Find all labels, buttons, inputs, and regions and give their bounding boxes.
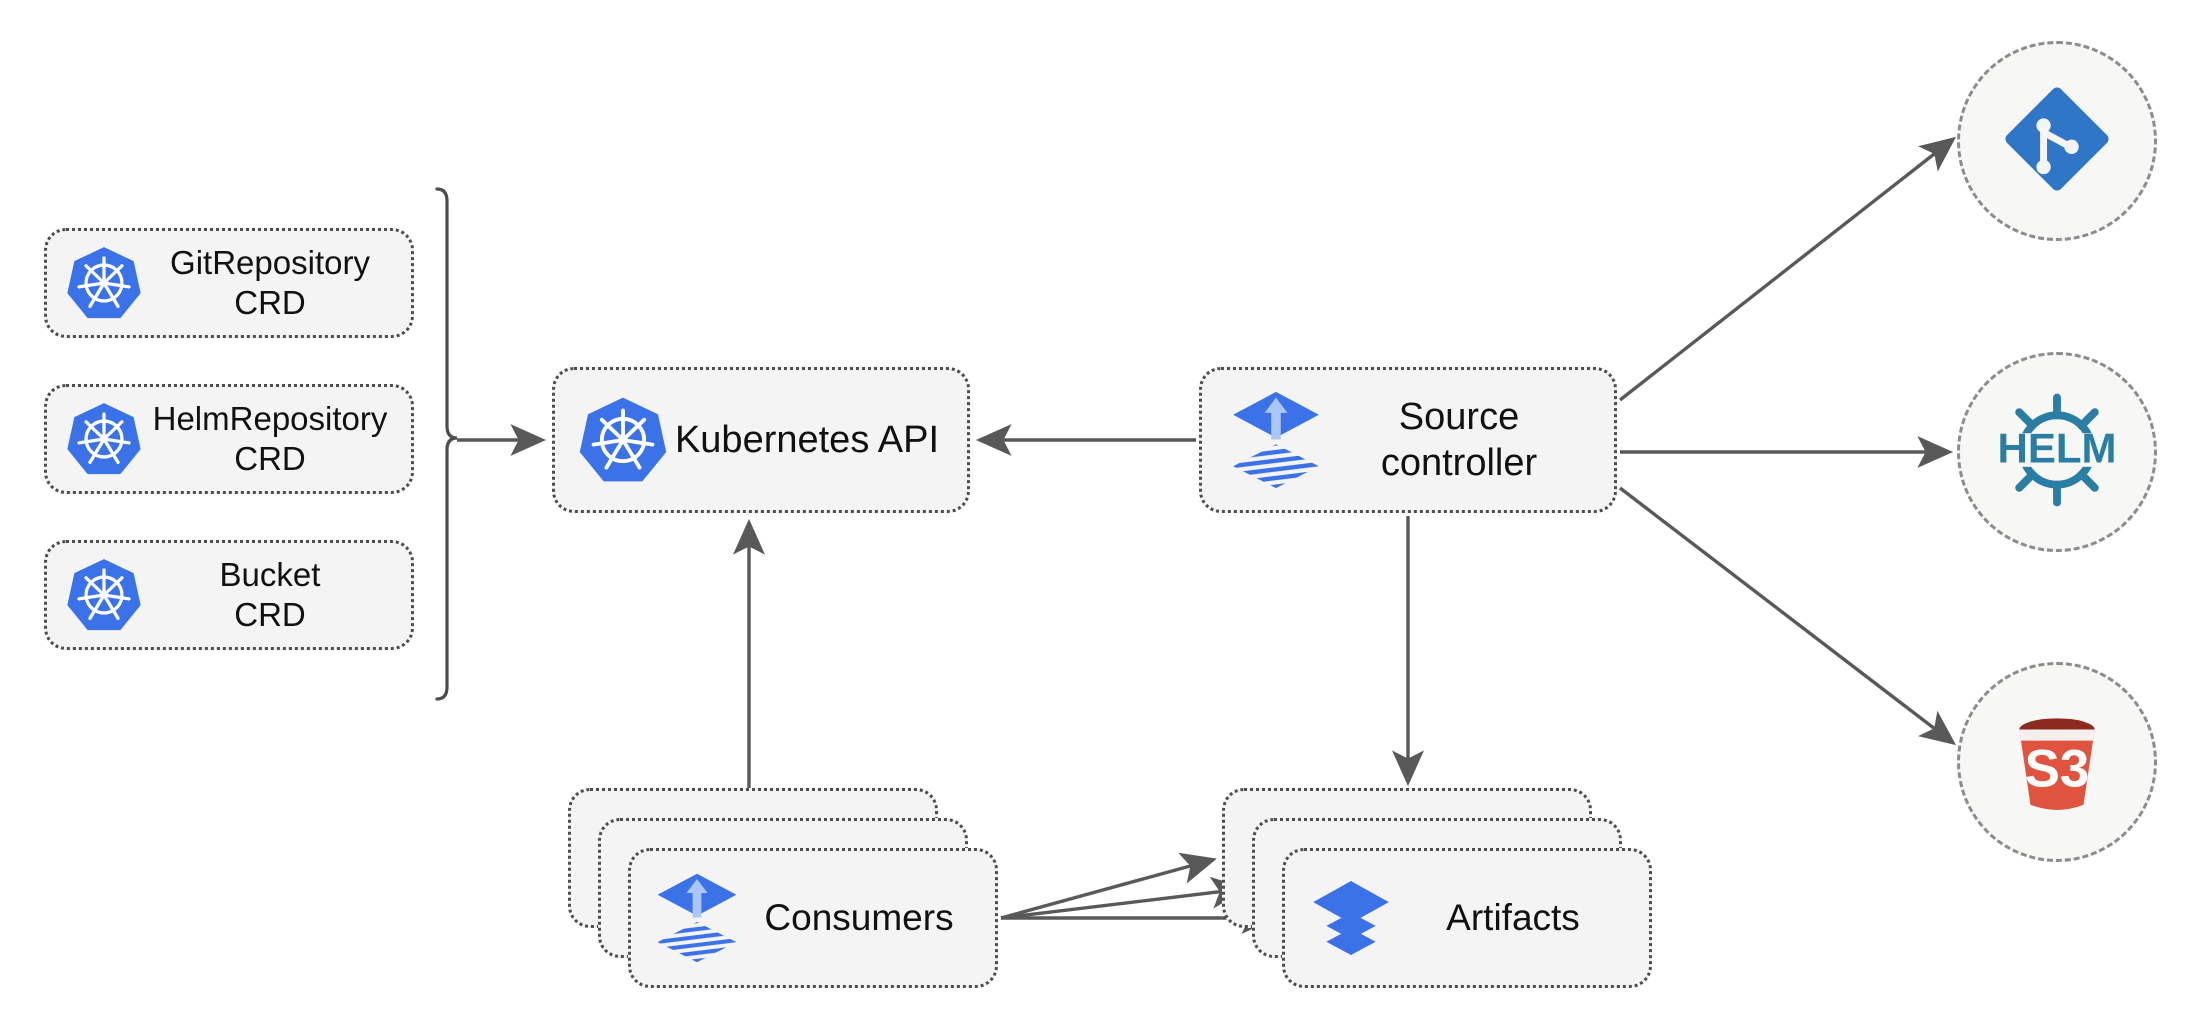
node-artifacts[interactable]: Artifacts: [1222, 788, 1652, 988]
node-label: Artifacts: [1446, 897, 1580, 938]
s3-label: S3: [2025, 739, 2090, 798]
node-label: GitRepository CRD: [170, 243, 370, 321]
node-label: Source controller: [1380, 395, 1538, 484]
flux-icon: [1228, 390, 1324, 490]
node-kubernetes-api[interactable]: Kubernetes API: [552, 367, 970, 513]
node-source-controller[interactable]: Source controller: [1199, 367, 1617, 513]
node-label: HelmRepository CRD: [152, 399, 388, 477]
kubernetes-icon: [65, 400, 143, 478]
stack-card-front[interactable]: Artifacts: [1282, 848, 1652, 988]
endpoint-s3[interactable]: S3: [1957, 662, 2157, 862]
kubernetes-icon: [65, 244, 143, 322]
kubernetes-icon: [65, 556, 143, 634]
helm-label: HELM: [1998, 424, 2117, 471]
endpoint-git[interactable]: [1957, 41, 2157, 241]
edge-source-controller-to-git: [1618, 136, 1957, 402]
node-helmrepository-crd[interactable]: HelmRepository CRD: [44, 384, 414, 494]
crd-group-bracket: [435, 187, 458, 701]
endpoint-helm[interactable]: HELM: [1957, 352, 2157, 552]
node-bucket-crd[interactable]: Bucket CRD: [44, 540, 414, 650]
node-gitrepository-crd[interactable]: GitRepository CRD: [44, 228, 414, 338]
flux-icon: [653, 872, 741, 964]
kubernetes-icon: [577, 394, 669, 486]
s3-icon: S3: [1996, 699, 2118, 826]
node-label: Bucket CRD: [219, 555, 321, 633]
node-consumers[interactable]: Consumers: [568, 788, 998, 988]
node-label: Consumers: [764, 897, 954, 938]
helm-icon: HELM: [1994, 387, 2120, 518]
node-label: Kubernetes API: [674, 418, 940, 461]
stack-card-front[interactable]: Consumers: [628, 848, 998, 988]
git-icon: [2001, 83, 2113, 200]
layers-icon: [1307, 872, 1395, 964]
edge-source-controller-to-s3: [1618, 486, 1957, 746]
